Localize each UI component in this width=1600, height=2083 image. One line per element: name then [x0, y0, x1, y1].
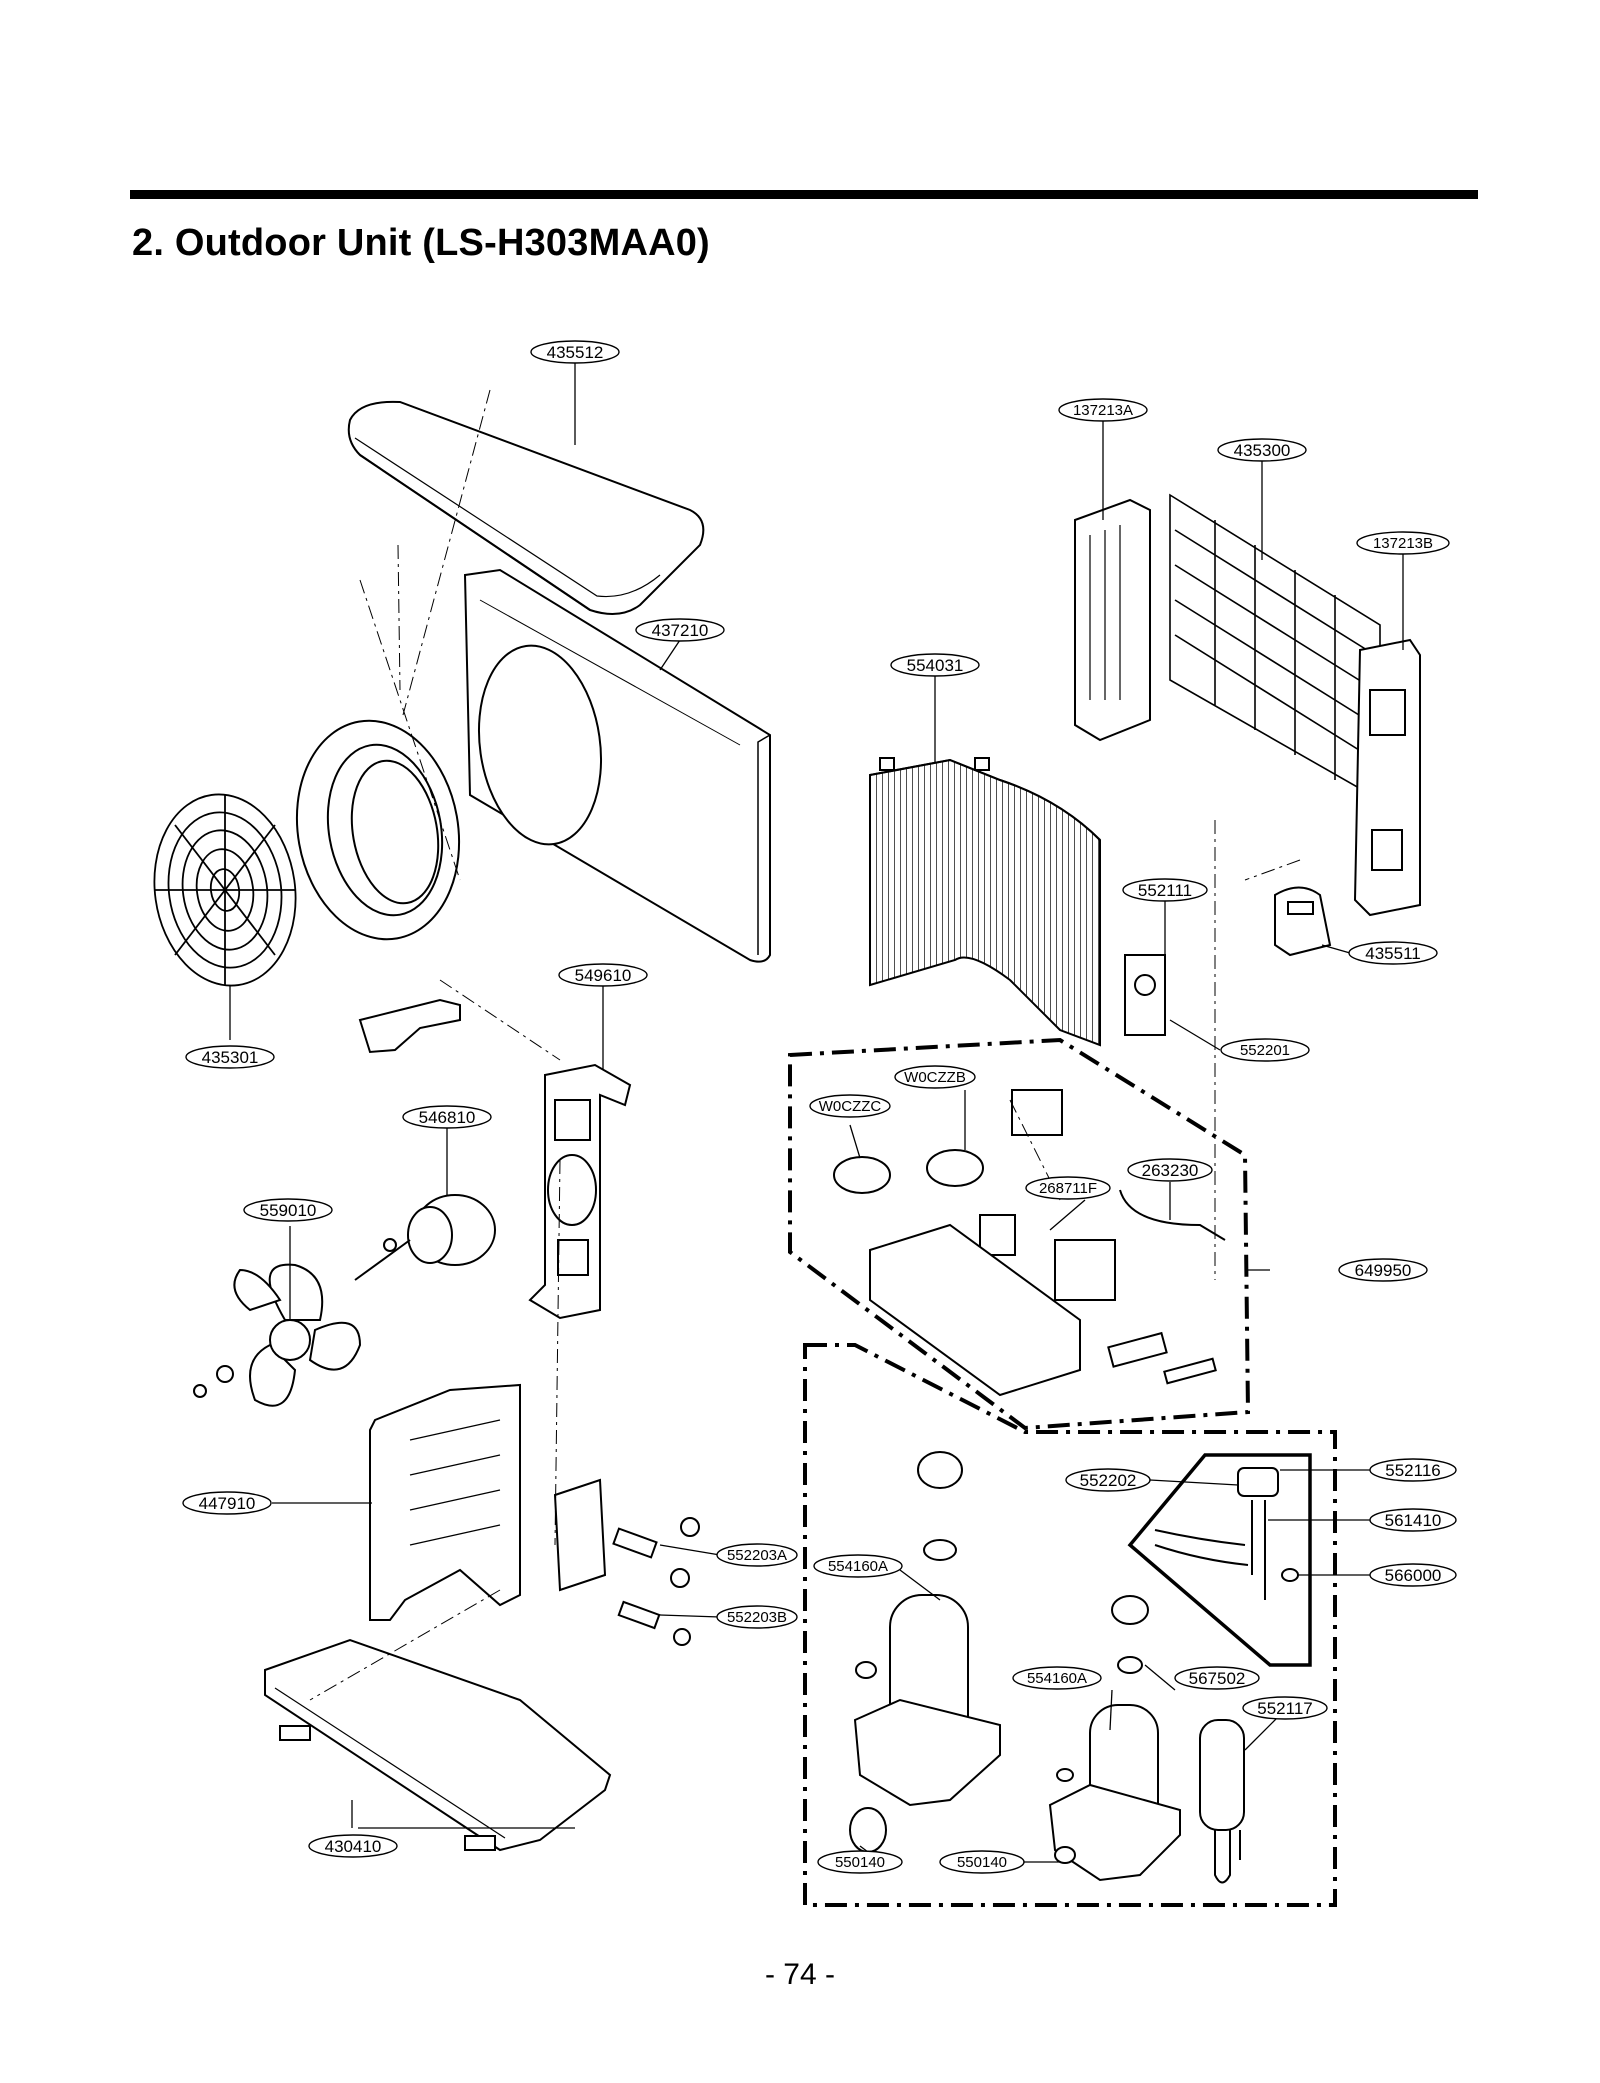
compressor-b-part — [1048, 1595, 1181, 1882]
control-cover-part — [1274, 886, 1332, 957]
callout-w0czzc: W0CZZC — [809, 1094, 891, 1118]
svg-text:566000: 566000 — [1385, 1566, 1442, 1585]
svg-text:552202: 552202 — [1080, 1471, 1137, 1490]
barrier-part — [369, 1383, 521, 1621]
front-panel-part — [463, 568, 771, 963]
svg-text:W0CZZC: W0CZZC — [819, 1098, 882, 1115]
side-panel-right-part — [1353, 638, 1421, 917]
callout-552116: 552116 — [1369, 1458, 1457, 1482]
svg-text:554031: 554031 — [907, 656, 964, 675]
callout-550140-2: 550140 — [939, 1850, 1025, 1874]
svg-text:268711F: 268711F — [1039, 1180, 1097, 1197]
callout-567502: 567502 — [1174, 1666, 1260, 1690]
callout-437210: 437210 — [635, 618, 725, 642]
page-title: 2. Outdoor Unit (LS-H303MAA0) — [132, 222, 710, 264]
svg-text:649950: 649950 — [1355, 1261, 1412, 1280]
svg-text:552203A: 552203A — [727, 1547, 787, 1564]
page-number: - 74 - — [764, 1958, 836, 1991]
callout-552201: 552201 — [1220, 1038, 1310, 1062]
svg-text:435512: 435512 — [547, 343, 604, 362]
svg-text:137213B: 137213B — [1373, 535, 1433, 552]
callout-554031: 554031 — [890, 653, 980, 677]
callout-447910: 447910 — [182, 1491, 272, 1515]
svg-text:550140: 550140 — [835, 1854, 885, 1871]
callout-549610: 549610 — [558, 963, 648, 987]
svg-text:137213A: 137213A — [1073, 402, 1133, 419]
svg-text:552201: 552201 — [1240, 1042, 1290, 1059]
callout-554160a-1: 554160A — [813, 1554, 903, 1578]
callout-566000: 566000 — [1369, 1563, 1457, 1587]
svg-text:554160A: 554160A — [828, 1558, 888, 1575]
callout-554160a-2: 554160A — [1012, 1666, 1102, 1690]
callout-137213a: 137213A — [1058, 398, 1148, 422]
svg-text:435300: 435300 — [1234, 441, 1291, 460]
callout-435300: 435300 — [1217, 438, 1307, 462]
callout-435511: 435511 — [1348, 941, 1438, 965]
motor-mount-part — [528, 1063, 632, 1320]
svg-text:552203B: 552203B — [727, 1609, 787, 1626]
svg-text:263230: 263230 — [1142, 1161, 1199, 1180]
svg-text:561410: 561410 — [1385, 1511, 1442, 1530]
svg-text:559010: 559010 — [260, 1201, 317, 1220]
svg-text:552117: 552117 — [1257, 1699, 1312, 1718]
condenser-part — [869, 757, 1101, 1047]
svg-text:435511: 435511 — [1365, 944, 1420, 963]
callout-430410: 430410 — [308, 1834, 398, 1858]
orifice-part — [295, 719, 461, 941]
svg-text:550140: 550140 — [957, 1854, 1007, 1871]
compressor-a-part — [849, 1451, 1001, 1853]
svg-text:567502: 567502 — [1189, 1669, 1246, 1688]
valve-block-part — [1124, 954, 1166, 1036]
callout-435301: 435301 — [185, 1045, 275, 1069]
side-panel-left-part — [1074, 498, 1151, 742]
back-grille-part — [1169, 493, 1381, 802]
top-cover-part — [347, 400, 705, 615]
svg-text:552116: 552116 — [1385, 1461, 1440, 1480]
callout-559010: 559010 — [243, 1198, 333, 1222]
callout-552111: 552111 — [1122, 878, 1208, 902]
callout-w0czzb: W0CZZB — [894, 1065, 976, 1089]
pipe-assembly-boundary — [1127, 1453, 1312, 1667]
callout-268711f: 268711F — [1025, 1176, 1111, 1200]
svg-text:554160A: 554160A — [1027, 1670, 1087, 1687]
leader-lines — [229, 362, 1404, 1863]
svg-text:552111: 552111 — [1138, 881, 1192, 900]
callout-552203b: 552203B — [716, 1605, 798, 1629]
service-valves-part — [553, 1478, 700, 1646]
svg-text:W0CZZB: W0CZZB — [904, 1069, 966, 1086]
accumulator-part — [1199, 1719, 1245, 1884]
svg-text:437210: 437210 — [652, 621, 709, 640]
control-box-contents — [833, 1089, 1226, 1397]
control-box-boundary — [788, 1037, 1251, 1431]
svg-text:546810: 546810 — [419, 1108, 476, 1127]
compressor-section-boundary — [803, 1343, 1337, 1907]
header-rule — [130, 190, 1478, 199]
callout-546810: 546810 — [402, 1105, 492, 1129]
propeller-part — [193, 1263, 362, 1407]
svg-text:430410: 430410 — [325, 1837, 382, 1856]
callout-552203a: 552203A — [716, 1543, 798, 1567]
callout-649950: 649950 — [1338, 1258, 1428, 1282]
callout-435512: 435512 — [530, 340, 620, 364]
svg-text:447910: 447910 — [199, 1494, 256, 1513]
callout-263230: 263230 — [1127, 1158, 1213, 1182]
callout-137213b: 137213B — [1356, 531, 1450, 555]
motor-bracket-part — [358, 998, 461, 1054]
callout-552202: 552202 — [1065, 1468, 1151, 1492]
callout-561410: 561410 — [1369, 1508, 1457, 1532]
base-pan-part — [264, 1638, 612, 1852]
callout-552117: 552117 — [1242, 1696, 1328, 1720]
svg-text:435301: 435301 — [202, 1048, 259, 1067]
fan-grille-part — [153, 793, 297, 987]
svg-text:549610: 549610 — [575, 966, 632, 985]
callout-550140-1: 550140 — [817, 1850, 903, 1874]
reversing-valve-part — [1154, 1467, 1299, 1600]
fan-motor-part — [354, 1194, 496, 1281]
